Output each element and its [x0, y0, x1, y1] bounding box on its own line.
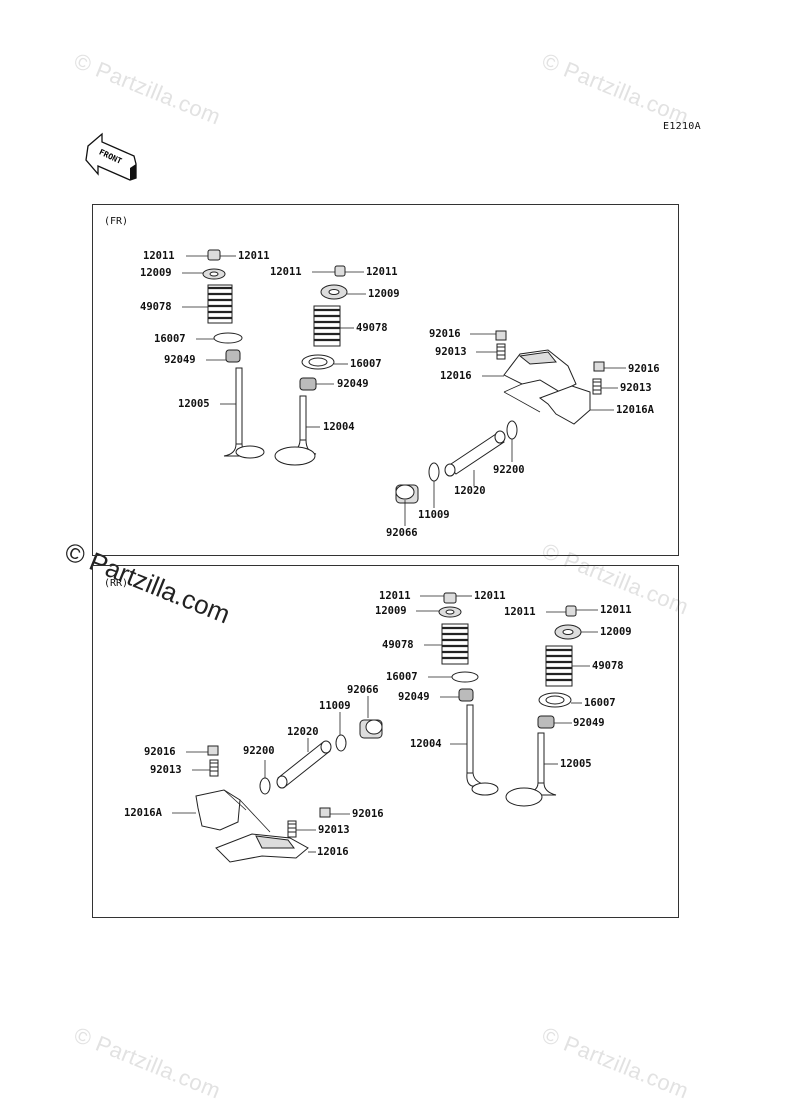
fr-label-16007-a: 16007	[154, 333, 186, 345]
rr-spring-right	[545, 645, 573, 687]
fr-label-92049-a: 92049	[164, 354, 196, 366]
rr-label-92049-b: 92049	[573, 717, 605, 729]
rr-label-12009-b: 12009	[600, 626, 632, 638]
fr-label-12011-d: 12011	[366, 266, 398, 278]
fr-valve-right	[274, 395, 317, 466]
front-arrow-icon: FRONT	[85, 132, 137, 181]
fr-label-12011-c: 12011	[270, 266, 302, 278]
fr-label-92013-a: 92013	[435, 346, 467, 358]
rr-label-12009-a: 12009	[375, 605, 407, 617]
fr-label-92016-a: 92016	[429, 328, 461, 340]
fr-label-12004: 12004	[323, 421, 355, 433]
fr-label-12020: 12020	[454, 485, 486, 497]
fr-label-12011-b: 12011	[238, 250, 270, 262]
fr-label-92200: 92200	[493, 464, 525, 476]
diagram-code: E1210A	[663, 121, 701, 132]
fr-label-16007-b: 16007	[350, 358, 382, 370]
fr-label-92066: 92066	[386, 527, 418, 539]
fr-label-11009: 11009	[418, 509, 450, 521]
rr-label-92016-b: 92016	[352, 808, 384, 820]
fr-valve-left	[223, 367, 265, 459]
rr-valve-right	[505, 732, 557, 807]
rr-label-12011-a: 12011	[379, 590, 411, 602]
rr-label-49078-a: 49078	[382, 639, 414, 651]
rr-label-12011-b: 12011	[474, 590, 506, 602]
fr-valve-keeper-left	[207, 249, 221, 261]
rr-spring-left	[441, 623, 469, 665]
fr-label-12009-b: 12009	[368, 288, 400, 300]
front-panel-label: (FR)	[104, 216, 129, 227]
fr-label-92049-b: 92049	[337, 378, 369, 390]
rr-label-92013-b: 92013	[318, 824, 350, 836]
fr-spring-left	[207, 284, 233, 324]
rear-panel-label: (RR)	[104, 578, 129, 589]
rr-label-92016-a: 92016	[144, 746, 176, 758]
fr-label-92013-b: 92013	[620, 382, 652, 394]
rr-label-12016: 12016	[317, 846, 349, 858]
rr-label-16007-b: 16007	[584, 697, 616, 709]
parts-diagram	[172, 249, 626, 863]
fr-label-12009-a: 12009	[140, 267, 172, 279]
rear-panel	[92, 565, 679, 918]
rr-label-12004: 12004	[410, 738, 442, 750]
rr-valve-left	[466, 704, 499, 796]
fr-label-49078-b: 49078	[356, 322, 388, 334]
rr-label-92049-a: 92049	[398, 691, 430, 703]
fr-label-12011-a: 12011	[143, 250, 175, 262]
fr-label-12016a: 12016A	[616, 404, 654, 416]
rr-label-16007-a: 16007	[386, 671, 418, 683]
rr-label-12020: 12020	[287, 726, 319, 738]
rr-label-92200: 92200	[243, 745, 275, 757]
fr-label-49078-a: 49078	[140, 301, 172, 313]
rr-label-12011-c: 12011	[504, 606, 536, 618]
rr-label-12005: 12005	[560, 758, 592, 770]
front-panel	[92, 204, 679, 556]
rr-label-11009: 11009	[319, 700, 351, 712]
fr-label-12016: 12016	[440, 370, 472, 382]
rr-label-12016a: 12016A	[124, 807, 162, 819]
rr-label-92066: 92066	[347, 684, 379, 696]
fr-label-12005: 12005	[178, 398, 210, 410]
fr-spring-right	[313, 305, 341, 347]
rr-label-12011-d: 12011	[600, 604, 632, 616]
rr-label-92013-a: 92013	[150, 764, 182, 776]
rr-label-49078-b: 49078	[592, 660, 624, 672]
fr-label-92016-b: 92016	[628, 363, 660, 375]
